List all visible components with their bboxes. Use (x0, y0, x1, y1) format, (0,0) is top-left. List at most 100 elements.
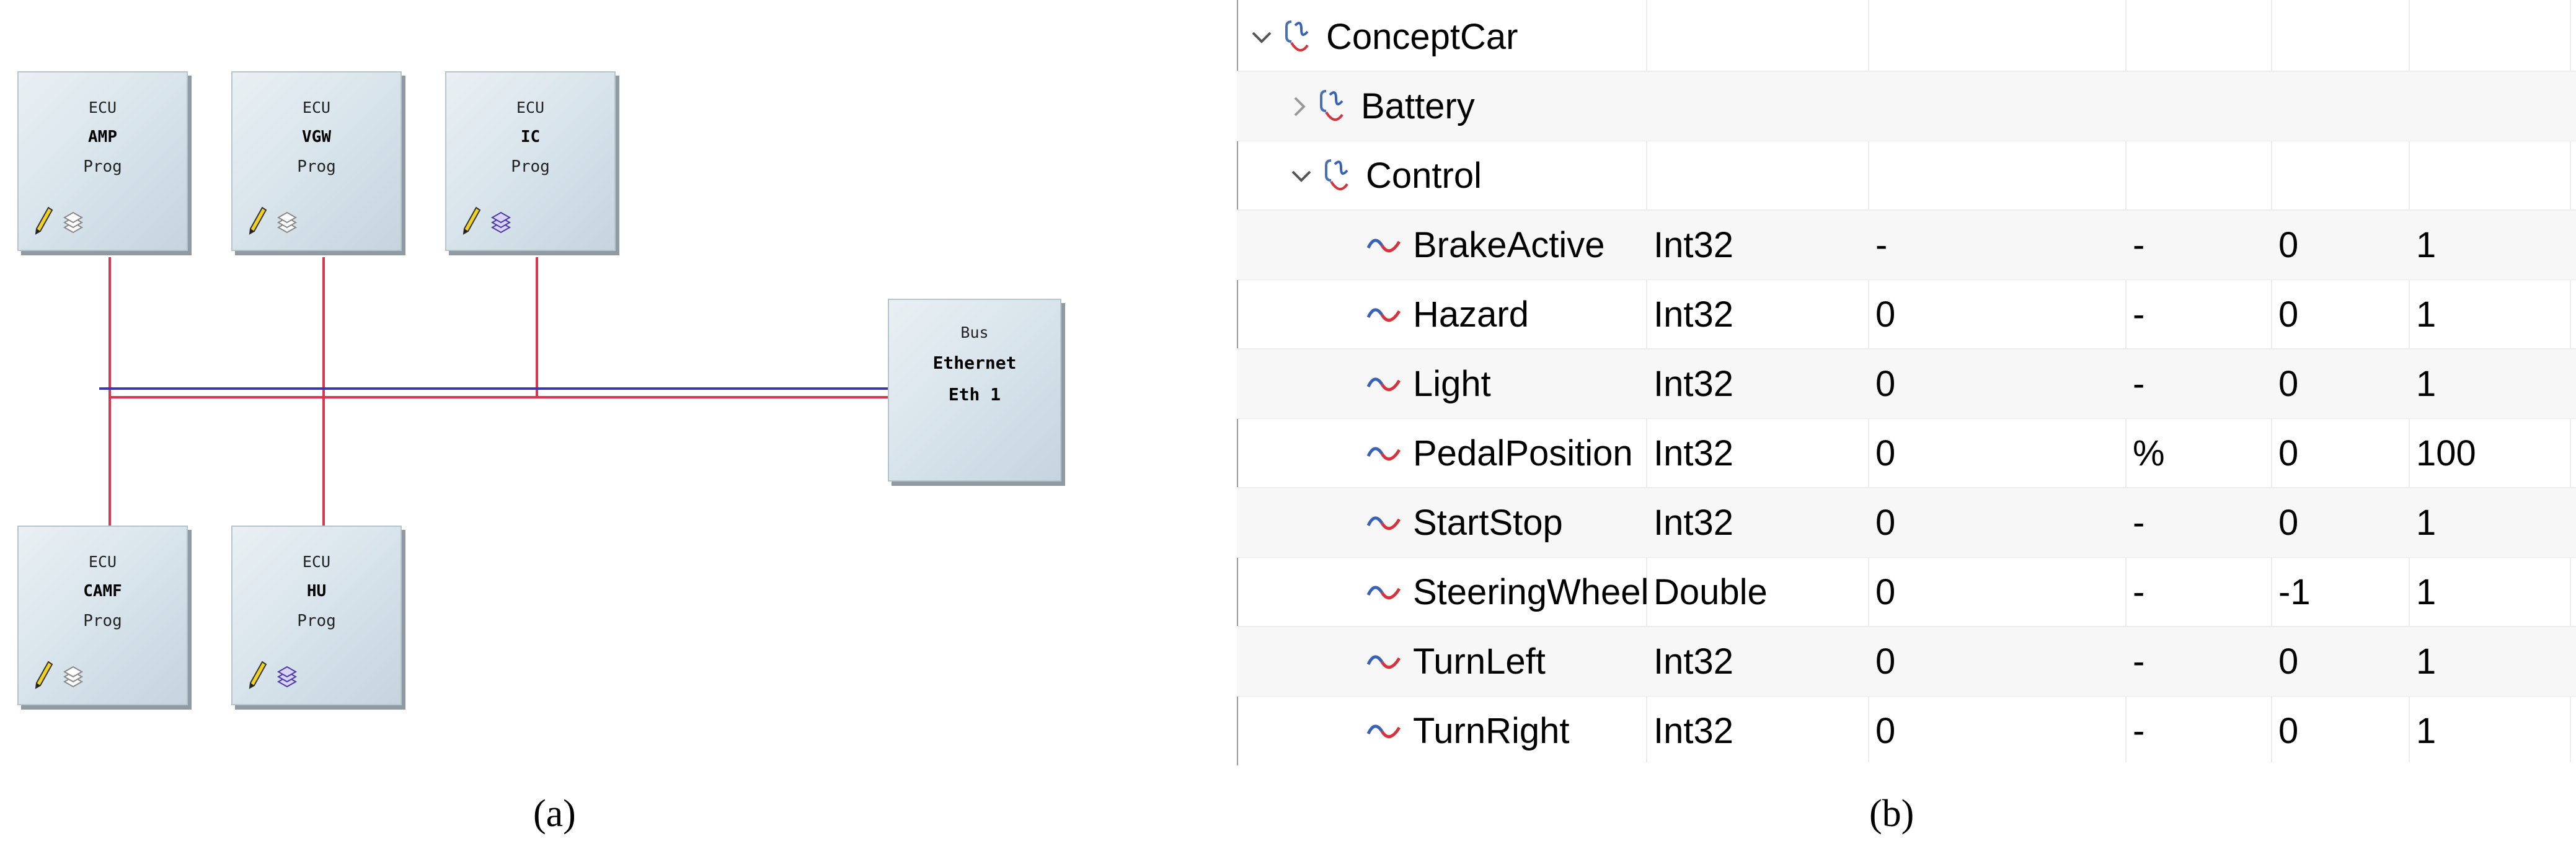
pencil-icon[interactable] (249, 661, 267, 689)
signal-type: Int32 (1653, 294, 1733, 335)
signal-init: 0 (1875, 294, 1896, 335)
signal-init: 0 (1875, 364, 1896, 404)
signal-name: TurnLeft (1413, 641, 1546, 682)
ecu-prog-label: Prog (511, 157, 550, 176)
tree-label-root: ConceptCar (1326, 17, 1518, 57)
ecu-prog-label: Prog (83, 157, 122, 176)
signal-min: 0 (2278, 503, 2299, 543)
signal-unit: - (2133, 711, 2145, 751)
signal-wave-icon (1366, 377, 1401, 391)
ecu-type-label: ECU (302, 553, 331, 571)
signal-max: 1 (2416, 364, 2437, 404)
signal-name: Hazard (1413, 294, 1529, 335)
ecu-type-label: ECU (516, 99, 545, 117)
tree-row-control[interactable]: Control (1237, 141, 2576, 210)
ecu-node-camf[interactable]: ECU CAMF Prog (17, 526, 188, 705)
ecu-node-hu[interactable]: ECU HU Prog (231, 526, 402, 705)
signal-type: Int32 (1653, 225, 1733, 265)
bus-type-label: Bus (960, 323, 989, 341)
signal-row[interactable]: BrakeActive Int32 - - 0 1 (1237, 211, 2576, 279)
signal-type: Double (1653, 572, 1768, 612)
bus-protocol-label: Ethernet (932, 353, 1017, 373)
signal-unit: - (2133, 364, 2145, 404)
signal-max: 1 (2416, 503, 2437, 543)
signal-init: 0 (1875, 711, 1896, 751)
signal-type: Int32 (1653, 433, 1733, 473)
signal-unit: - (2133, 503, 2145, 543)
tree-label-control: Control (1366, 156, 1482, 196)
signal-name: Light (1413, 364, 1491, 404)
signal-unit: - (2133, 294, 2145, 335)
signal-type: Int32 (1653, 641, 1733, 682)
signal-row[interactable]: Hazard Int32 0 - 0 1 (1237, 280, 2576, 349)
signal-row[interactable]: TurnLeft Int32 0 - 0 1 (1237, 627, 2576, 696)
chevron-down-icon[interactable] (1289, 167, 1314, 185)
signal-wave-icon (1366, 724, 1401, 738)
chevron-down-icon[interactable] (1249, 28, 1274, 46)
ecu-name-label: HU (306, 582, 327, 601)
stack-icon[interactable] (276, 210, 298, 235)
ecu-name-label: IC (520, 128, 541, 146)
bus-node-ethernet[interactable]: Bus Ethernet Eth 1 (888, 299, 1061, 482)
signal-name: BrakeActive (1413, 225, 1605, 265)
signal-min: 0 (2278, 433, 2299, 473)
pencil-icon[interactable] (463, 206, 481, 235)
signal-wave-icon (1366, 308, 1401, 322)
signal-wave-icon (1366, 239, 1401, 252)
pencil-icon[interactable] (249, 206, 267, 235)
ecu-prog-label: Prog (297, 612, 336, 630)
stack-icon[interactable] (276, 664, 298, 689)
signal-max: 100 (2416, 433, 2476, 473)
signal-row[interactable]: TurnRight Int32 0 - 0 1 (1237, 697, 2576, 765)
ecu-node-amp[interactable]: ECU AMP Prog (17, 71, 188, 251)
signal-group-icon (1325, 159, 1348, 190)
connection-wires (99, 257, 888, 526)
signal-row[interactable]: StartStop Int32 0 - 0 1 (1237, 488, 2576, 557)
ecu-node-vgw[interactable]: ECU VGW Prog (231, 71, 402, 251)
signal-row[interactable]: SteeringWheel Double 0 - -1 1 (1237, 558, 2576, 627)
signal-group-icon (1320, 89, 1343, 121)
signal-unit: - (2133, 572, 2145, 612)
tree-row-root[interactable]: ConceptCar (1237, 2, 2576, 71)
signal-min: 0 (2278, 294, 2299, 335)
signal-unit: - (2133, 641, 2145, 682)
stack-icon[interactable] (490, 210, 512, 235)
tree-row-battery[interactable]: Battery (1237, 72, 2576, 141)
stack-icon[interactable] (62, 664, 84, 689)
signal-name: StartStop (1413, 503, 1563, 543)
signal-wave-icon (1366, 586, 1401, 599)
signal-min: 0 (2278, 364, 2299, 404)
signal-unit: - (2133, 225, 2145, 265)
tree-label-battery: Battery (1361, 86, 1475, 126)
pencil-icon[interactable] (35, 206, 53, 235)
signal-min: 0 (2278, 641, 2299, 682)
signal-type: Int32 (1653, 364, 1733, 404)
signal-tree-table: ConceptCar Battery Control BrakeActive I… (1237, 0, 2576, 768)
stack-icon[interactable] (62, 210, 84, 235)
signal-name: SteeringWheel (1413, 572, 1649, 612)
pencil-icon[interactable] (35, 661, 53, 689)
signal-row[interactable]: Light Int32 0 - 0 1 (1237, 350, 2576, 418)
ecu-node-ic[interactable]: ECU IC Prog (445, 71, 616, 251)
signal-row[interactable]: PedalPosition Int32 0 % 0 100 (1237, 419, 2576, 488)
ecu-type-label: ECU (302, 99, 331, 117)
signal-init: 0 (1875, 572, 1896, 612)
signal-max: 1 (2416, 294, 2437, 335)
ecu-name-label: VGW (302, 128, 331, 146)
signal-unit: % (2133, 433, 2165, 473)
signal-init: 0 (1875, 641, 1896, 682)
ecu-name-label: CAMF (83, 582, 122, 601)
signal-min: 0 (2278, 711, 2299, 751)
signal-init: 0 (1875, 503, 1896, 543)
signal-wave-icon (1366, 516, 1401, 530)
signal-wave-icon (1366, 655, 1401, 669)
caption-a: (a) (533, 793, 576, 835)
signal-init: 0 (1875, 433, 1896, 473)
signal-min: -1 (2278, 572, 2311, 612)
signal-max: 1 (2416, 572, 2437, 612)
signal-name: PedalPosition (1413, 433, 1633, 473)
bus-name-label: Eth 1 (948, 384, 1001, 405)
signal-max: 1 (2416, 711, 2437, 751)
caption-b: (b) (1869, 793, 1914, 835)
chevron-right-icon[interactable] (1290, 94, 1309, 119)
